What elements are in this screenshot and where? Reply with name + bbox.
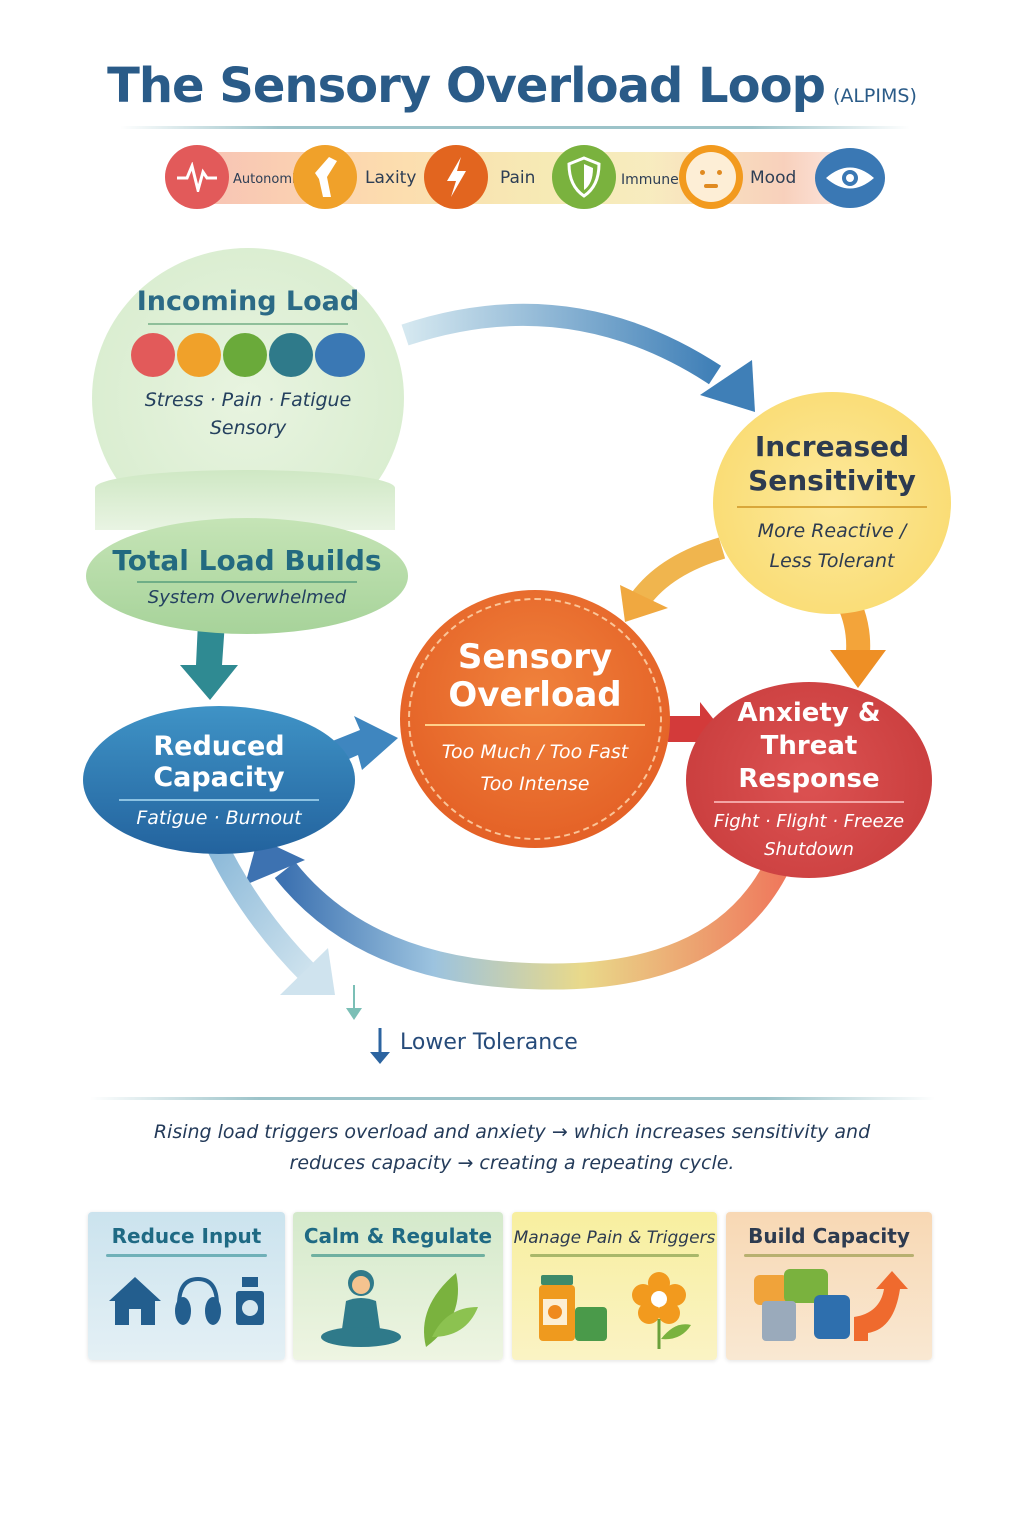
divider <box>106 1254 267 1257</box>
node-title: Reduced Capacity <box>153 731 285 793</box>
strip-label: Pain <box>500 168 536 188</box>
node-title: Threat Response <box>738 730 880 794</box>
shield-icon <box>552 145 616 209</box>
node-reduced-capacity: Reduced Capacity Fatigue · Burnout <box>83 706 355 854</box>
growth-arrow-icon <box>854 1271 908 1341</box>
divider <box>714 800 904 803</box>
caption-line: reduces capacity → creating a repeating … <box>289 1152 735 1174</box>
divider <box>530 1254 699 1257</box>
divider <box>737 506 927 508</box>
node-anxiety-threat: Anxiety & Threat Response Fight · Flight… <box>686 682 932 878</box>
divider <box>744 1254 914 1257</box>
load-icons <box>131 333 365 377</box>
heartbeat-icon <box>165 145 229 209</box>
title-text: The Sensory Overload Loop <box>107 58 826 114</box>
arrow-sensitivity-to-overload <box>631 537 726 607</box>
arrow-load-to-sensitivity <box>401 303 722 385</box>
node-sensory-overload: Sensory Overload Too Much / Too Fast Too… <box>400 590 670 848</box>
eye-icon <box>315 333 365 377</box>
strip-label: Immune <box>621 172 679 188</box>
arrow-reduced-to-tolerance <box>205 837 318 983</box>
node-title: Incoming Load <box>136 286 360 317</box>
medicine-jar-icon <box>538 1275 607 1341</box>
node-text: More Reactive / <box>757 520 907 542</box>
node-text: Fatigue · Burnout <box>136 807 302 829</box>
joint-icon <box>177 333 221 377</box>
arrow-total-to-reduced <box>180 622 238 700</box>
divider <box>148 323 348 325</box>
dashed-ring <box>408 598 662 840</box>
arrowhead <box>830 650 886 688</box>
arrow-anxiety-to-reduced <box>274 854 792 990</box>
arrowhead <box>620 585 668 622</box>
node-title: Anxiety & <box>737 697 881 728</box>
card-calm-regulate: Calm & Regulate <box>293 1212 503 1360</box>
down-arrow-icon <box>370 1052 390 1064</box>
shield-icon <box>269 333 313 377</box>
node-increased-sensitivity: Increased Sensitivity More Reactive / Le… <box>713 392 951 614</box>
card-reduce-input: Reduce Input <box>88 1212 285 1360</box>
node-text: Fight · Flight · Freeze <box>713 810 905 832</box>
flower-icon <box>631 1272 691 1349</box>
leaf-icon <box>424 1273 478 1347</box>
divider <box>119 799 319 801</box>
card-title: Calm & Regulate <box>303 1224 493 1248</box>
card-title: Manage Pain & Triggers <box>513 1228 716 1248</box>
node-text: Shutdown <box>764 838 854 860</box>
pill-bottle-icon <box>235 1277 264 1325</box>
joint-icon <box>293 145 357 209</box>
strip-label: Mood <box>750 168 797 188</box>
card-title: Reduce Input <box>111 1224 262 1248</box>
lightning-icon <box>424 145 488 209</box>
eye-icon <box>815 148 885 208</box>
puzzle-icon <box>754 1269 908 1341</box>
headphones-icon <box>174 1276 221 1325</box>
card-manage-pain: Manage Pain & Triggers <box>512 1212 717 1360</box>
arrowhead <box>700 360 755 412</box>
node-text: Sensory <box>209 417 287 439</box>
node-text: Stress · Pain · Fatigue <box>144 389 352 411</box>
caption-line: Rising load triggers overload and anxiet… <box>153 1121 871 1143</box>
node-text: System Overwhelmed <box>147 587 347 608</box>
page-title: The Sensory Overload Loop (ALPIMS) <box>0 58 1024 114</box>
title-divider <box>120 126 910 129</box>
divider <box>311 1254 485 1257</box>
arrowhead <box>280 948 335 995</box>
sad-face-icon <box>679 145 743 209</box>
title-suffix: (ALPIMS) <box>832 85 917 107</box>
card-title: Build Capacity <box>748 1224 910 1248</box>
node-title: Sensitivity <box>748 464 916 497</box>
card-build-capacity: Build Capacity <box>726 1212 932 1360</box>
divider <box>137 581 357 583</box>
house-icon <box>108 1277 161 1325</box>
section-divider <box>90 1097 935 1100</box>
node-text: Less Tolerant <box>769 550 895 572</box>
node-total-load: Total Load Builds System Overwhelmed <box>86 518 408 634</box>
strip-label: Autonomic <box>233 172 303 187</box>
node-title: Total Load Builds <box>112 544 382 577</box>
strip-label: Laxity <box>365 168 417 188</box>
lower-tolerance-label: Lower Tolerance <box>400 1030 578 1055</box>
node-title: Increased <box>754 430 910 463</box>
meditation-icon <box>321 1270 401 1347</box>
lightning-icon <box>223 333 267 377</box>
heartbeat-icon <box>131 333 175 377</box>
